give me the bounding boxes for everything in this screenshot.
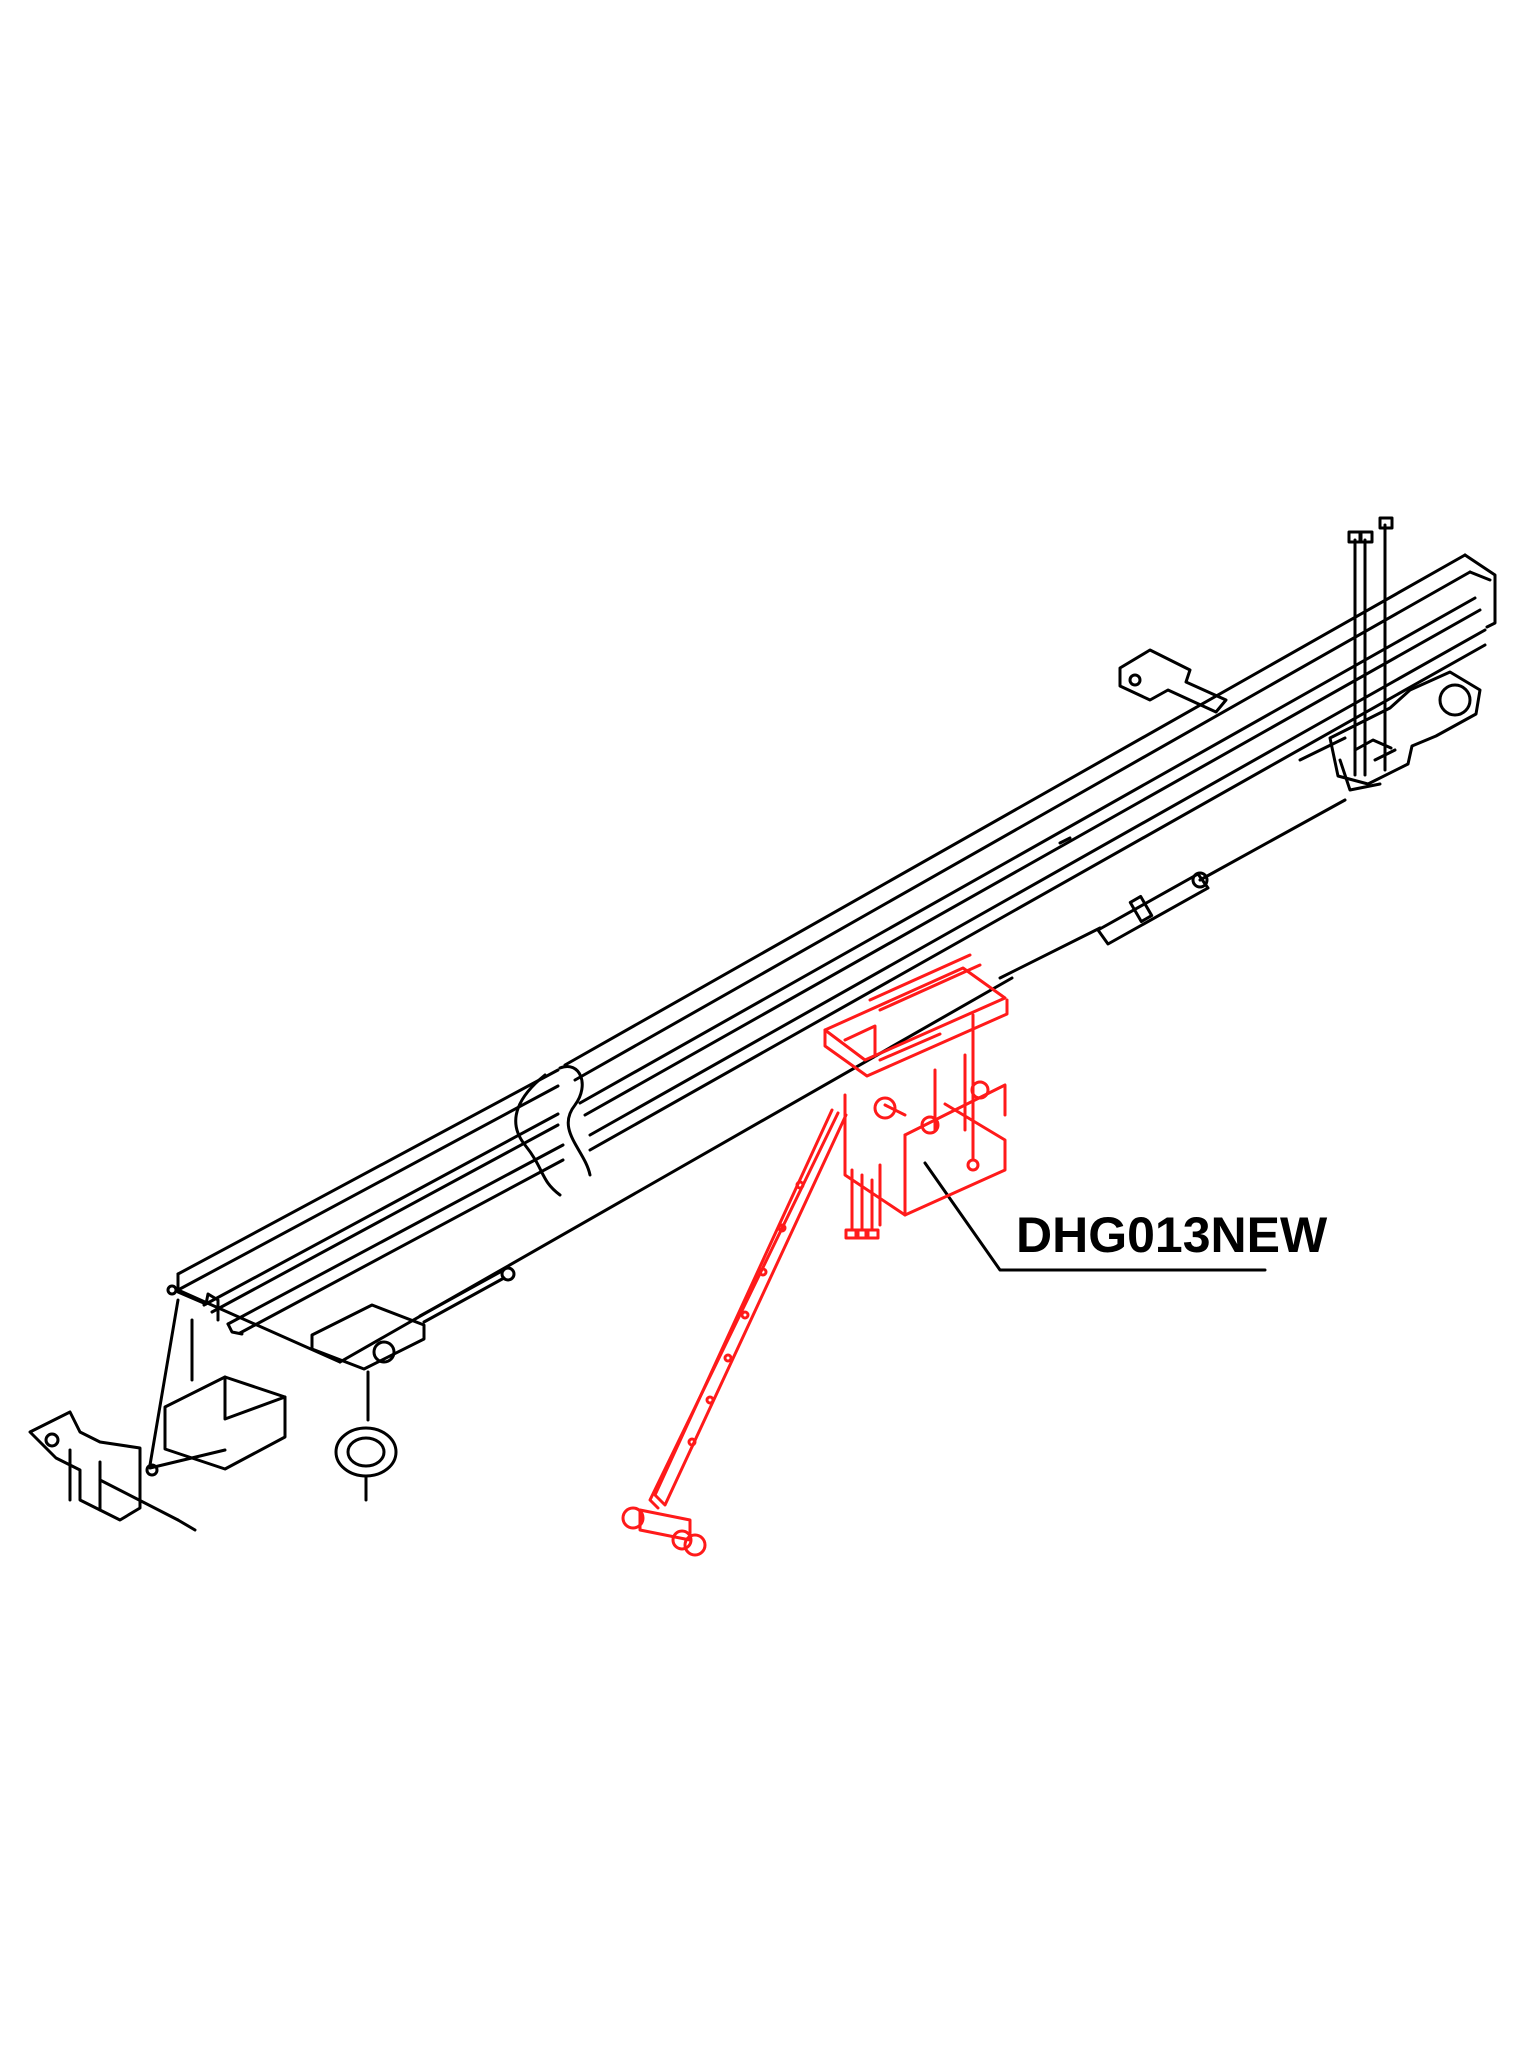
- carriage-top: [823, 953, 1009, 1078]
- idler-housing: [145, 1284, 287, 1477]
- rail-left-section: [176, 1068, 565, 1364]
- rail-break: [514, 1065, 592, 1197]
- top-mount-bracket: [1118, 648, 1228, 714]
- drive-cable: [998, 736, 1347, 980]
- rail-right-section: [563, 553, 1497, 1152]
- door-arm: [648, 1108, 848, 1510]
- threaded-rod: [418, 1266, 516, 1324]
- carriage-bolts: [844, 1013, 980, 1240]
- arm-foot-pivot: [621, 1506, 707, 1557]
- head-end-assembly: [1328, 516, 1482, 792]
- callout-leader: [923, 1161, 1267, 1272]
- rail-assembly: [28, 516, 1497, 1532]
- part-number-label: DHG013NEW: [1016, 1207, 1328, 1263]
- tensioner: [1096, 871, 1210, 946]
- pulley-mount: [310, 1303, 426, 1502]
- front-wall-bracket: [28, 1410, 197, 1532]
- trolley-carriage-assembly: [621, 953, 1009, 1557]
- carriage-body: [843, 1053, 1007, 1217]
